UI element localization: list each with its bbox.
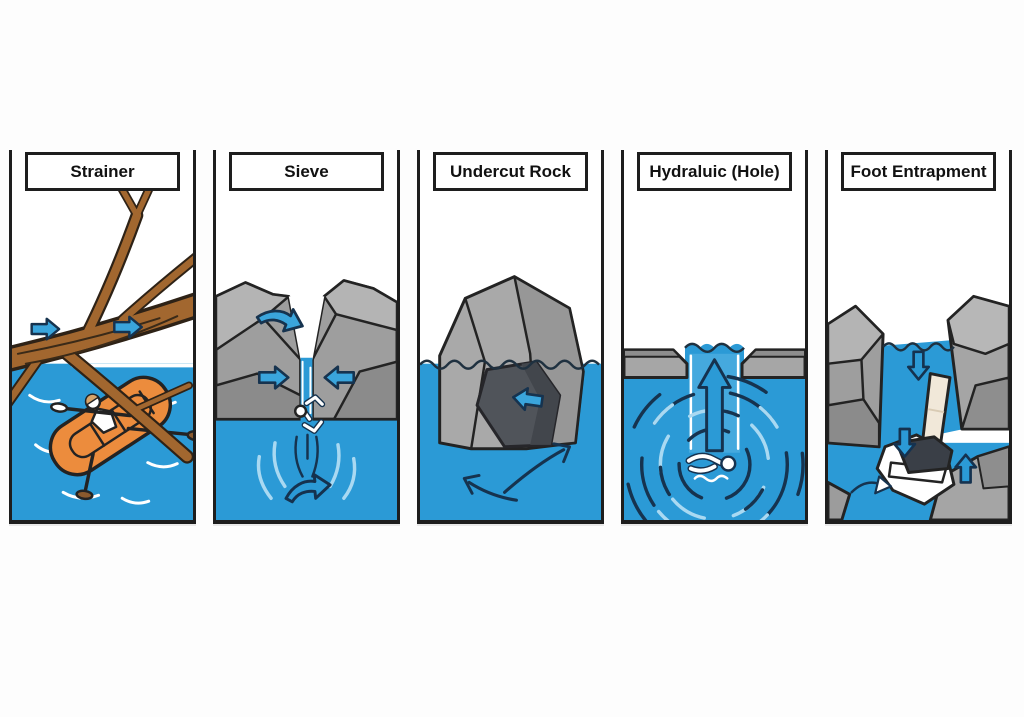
panel-foot-entrapment: Foot Entrapment: [825, 150, 1012, 524]
panel-sieve: Sieve: [213, 150, 400, 524]
left-rock: [216, 281, 303, 421]
flow-arrow-icon: [113, 315, 143, 339]
hydraulic-hole-illustration: [624, 342, 805, 520]
flow-arrow-icon: [323, 365, 356, 390]
flow-arrow-icon: [30, 317, 61, 341]
flow-arrow-icon: [255, 308, 304, 333]
panel-strainer: Strainer: [9, 150, 196, 524]
channel-water: [300, 357, 313, 422]
right-rock: [310, 279, 397, 421]
current-arrow-icon: [850, 475, 893, 495]
flow-arrow-icon: [906, 350, 931, 381]
undercut-rock-illustration: [420, 275, 601, 520]
panel-title: Sieve: [229, 152, 384, 191]
swimmer: [685, 452, 737, 483]
foot-entrapment-illustration: [828, 294, 1009, 520]
left-rock: [828, 304, 885, 449]
panel-title: Undercut Rock: [433, 152, 588, 191]
flow-arrow-icon: [257, 365, 290, 390]
bottom-left-rock: [828, 480, 852, 520]
oar: [83, 452, 95, 492]
flow-arrow-icon: [284, 473, 332, 504]
flow-arrow-icon: [511, 387, 545, 412]
flow-arrow-icon: [954, 453, 978, 484]
sieve-illustration: [216, 279, 397, 520]
flow-arrow-icon: [893, 427, 917, 458]
panel-title: Hydraluic (Hole): [637, 152, 792, 191]
paddle: [60, 406, 132, 418]
fallen-tree: [12, 159, 193, 464]
upwelling-arrow-icon: [697, 358, 732, 453]
trapped-leg: [887, 372, 954, 484]
panel-title: Foot Entrapment: [841, 152, 996, 191]
hazard-panels-row: Strainer: [9, 150, 1012, 524]
waterline: [882, 342, 955, 352]
circulation-arrow-icon: [503, 442, 571, 494]
waterline: [684, 342, 745, 354]
waterline: [420, 359, 600, 370]
right-ledge: [740, 348, 805, 380]
left-ledge: [624, 348, 689, 380]
panel-title: Strainer: [25, 152, 180, 191]
paddler: [50, 393, 132, 435]
strainer-illustration: [12, 159, 193, 520]
downdraft-ripples: [256, 433, 357, 500]
circulation-arrow-icon: [462, 473, 518, 502]
right-rock: [946, 294, 1009, 431]
panel-undercut-rock: Undercut Rock: [417, 150, 604, 524]
falling-swimmer: [293, 394, 326, 434]
panel-hydraulic-hole: Hydraluic (Hole): [621, 150, 808, 524]
